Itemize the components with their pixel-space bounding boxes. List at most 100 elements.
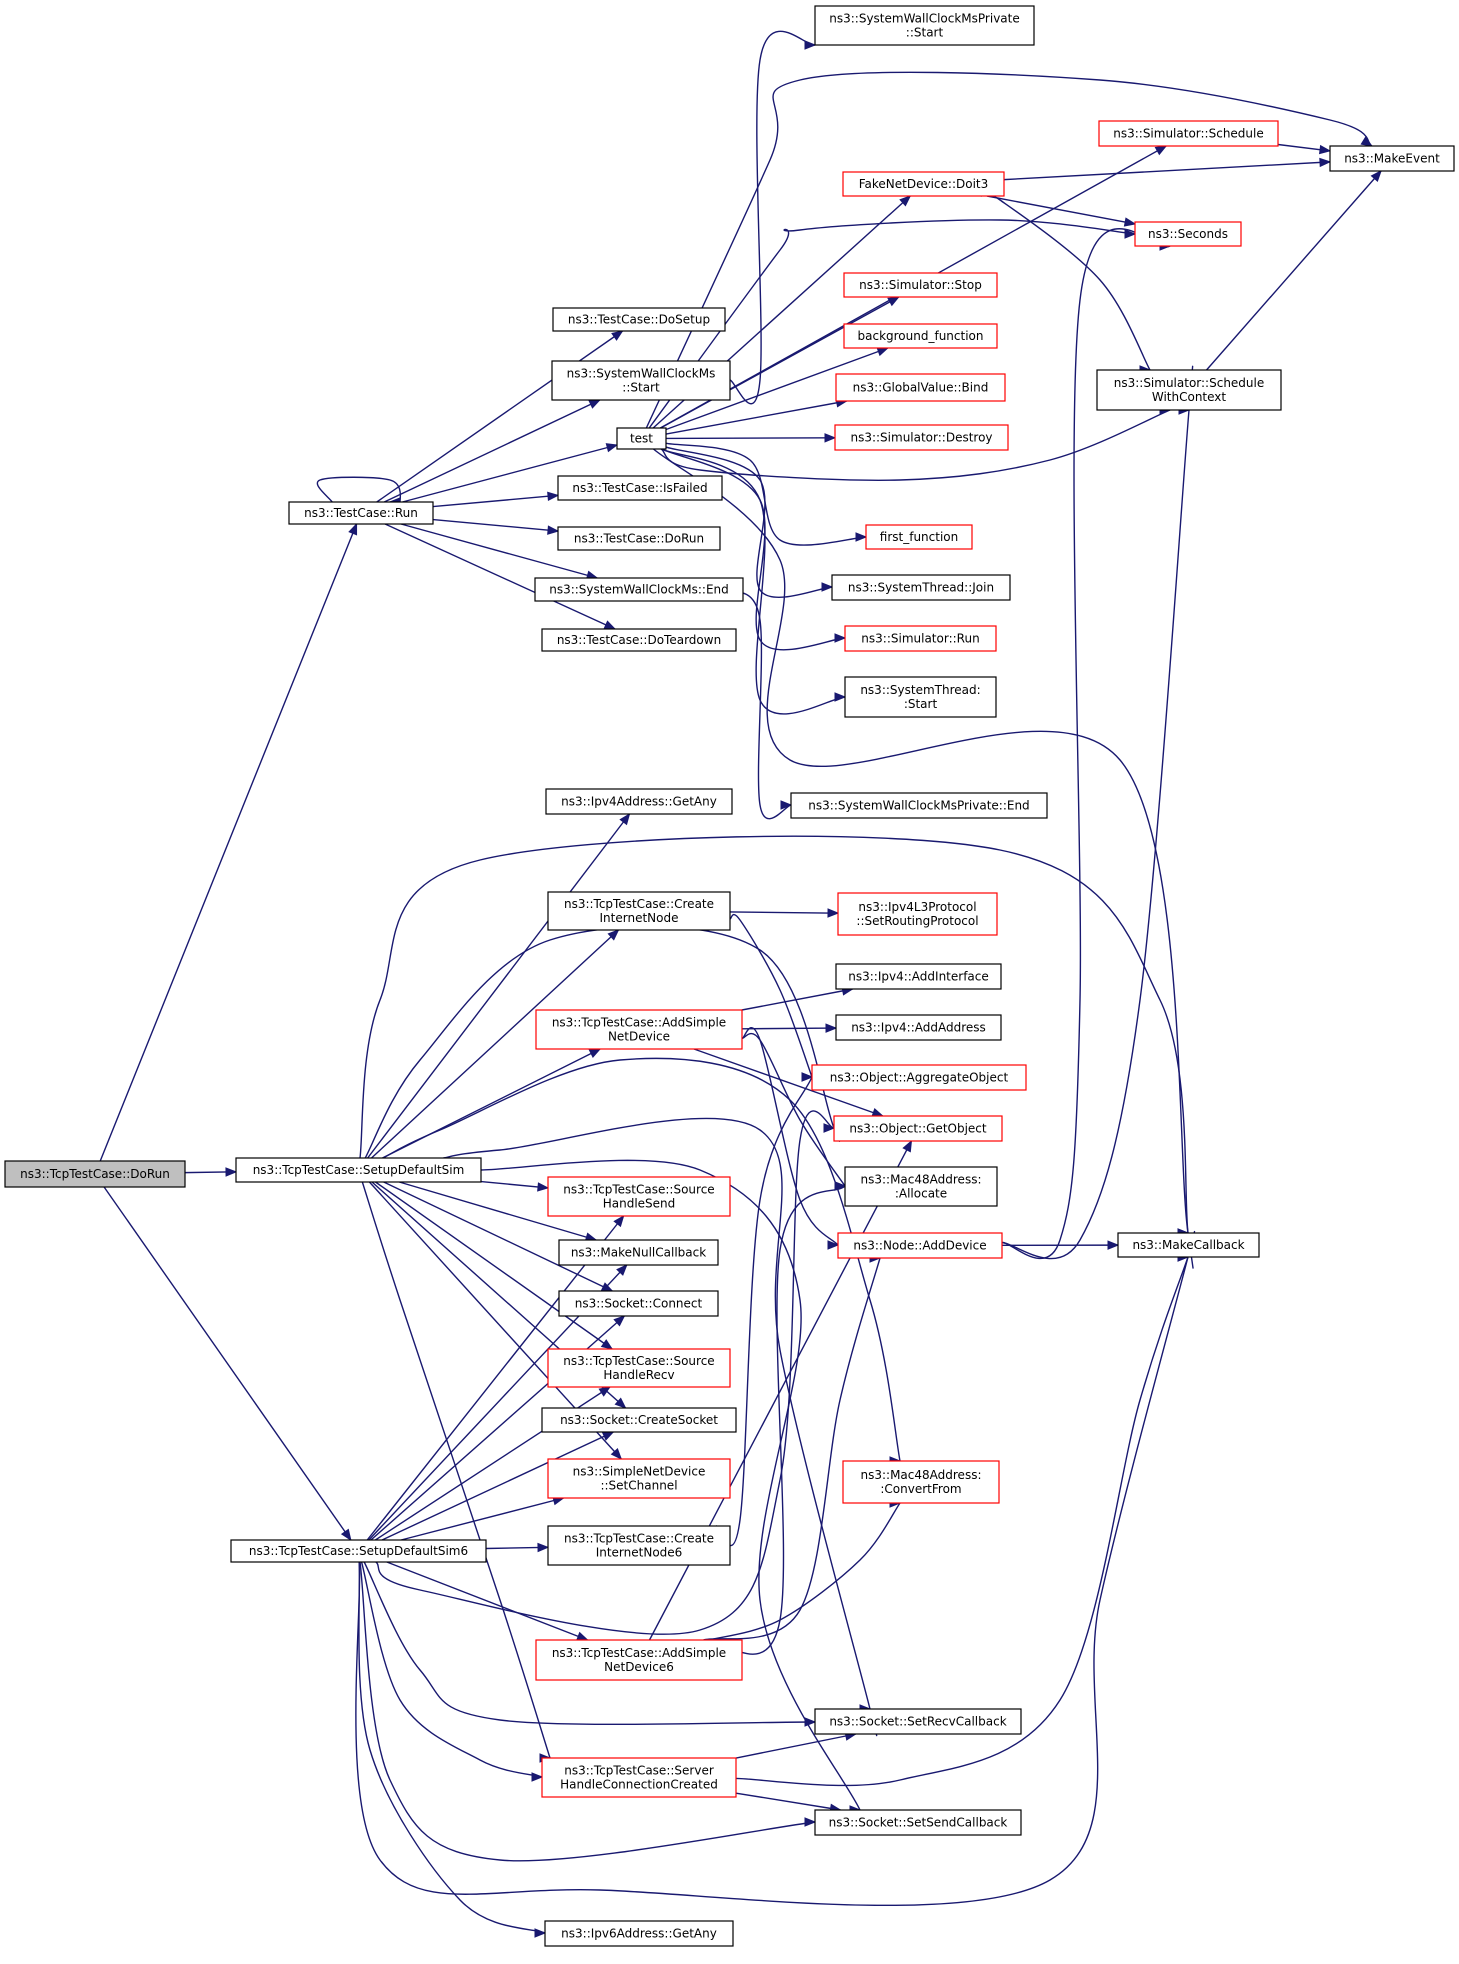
edge-sim_schedule-to-make_event bbox=[1277, 143, 1332, 155]
edge-line bbox=[653, 448, 1194, 1269]
node-box bbox=[835, 963, 1002, 990]
edge-dorun_root-to-setup_sim6 bbox=[103, 1186, 352, 1542]
node-sock_setsendcb[interactable]: ns3::Socket::SetSendCallback bbox=[814, 1809, 1022, 1836]
node-box bbox=[843, 323, 998, 349]
node-label-line: ns3::SystemWallClockMs::End bbox=[549, 583, 729, 597]
node-setup_sim[interactable]: ns3::TcpTestCase::SetupDefaultSim bbox=[235, 1157, 482, 1183]
node-sock_create[interactable]: ns3::Socket::CreateSocket bbox=[541, 1407, 737, 1433]
node-ipv6_getany[interactable]: ns3::Ipv6Address::GetAny bbox=[544, 1920, 734, 1947]
node-first_fn[interactable]: first_function bbox=[865, 524, 973, 550]
node-box bbox=[541, 1407, 737, 1433]
edge-line bbox=[359, 1561, 839, 1862]
node-box bbox=[547, 1458, 731, 1499]
node-box bbox=[1096, 369, 1282, 411]
node-box bbox=[831, 574, 1011, 601]
node-sim_stop[interactable]: ns3::Simulator::Stop bbox=[843, 272, 998, 298]
node-mac48_convert[interactable]: ns3::Mac48Address::ConvertFrom bbox=[842, 1460, 1000, 1504]
node-swc_start[interactable]: ns3::SystemWallClockMs::Start bbox=[551, 360, 731, 401]
edge-setup_sim6-to-make_callback bbox=[355, 1231, 1196, 1907]
node-box bbox=[790, 792, 1048, 819]
edge-setup_sim6-to-add_simple_nd6 bbox=[386, 1561, 589, 1641]
edge-line bbox=[375, 1110, 838, 1635]
node-box bbox=[811, 1064, 1027, 1091]
node-box bbox=[1117, 1232, 1260, 1258]
node-do_teardown[interactable]: ns3::TestCase::DoTeardown bbox=[541, 628, 737, 652]
arrowhead-icon bbox=[1154, 145, 1168, 156]
node-gv_bind[interactable]: ns3::GlobalValue::Bind bbox=[835, 373, 1006, 402]
node-box bbox=[844, 676, 997, 718]
node-label-line: ns3::TcpTestCase::SetupDefaultSim bbox=[253, 1163, 465, 1177]
edge-setup_sim6-to-snd_setchannel bbox=[400, 1496, 565, 1541]
node-sim_destroy[interactable]: ns3::Simulator::Destroy bbox=[834, 424, 1009, 451]
node-label-line: ns3::Ipv4::AddAddress bbox=[851, 1021, 986, 1035]
edge-line bbox=[480, 1159, 869, 1827]
node-fake_doit3[interactable]: FakeNetDevice::Doit3 bbox=[842, 171, 1005, 197]
edge-testcase_run-to-do_setup bbox=[376, 330, 624, 503]
edge-line bbox=[665, 347, 889, 431]
edge-line bbox=[367, 813, 631, 1159]
node-mac48_allocate[interactable]: ns3::Mac48Address::Allocate bbox=[844, 1166, 998, 1207]
arrowhead-icon bbox=[616, 1264, 628, 1276]
edge-line bbox=[660, 296, 900, 429]
node-tc_dorun[interactable]: ns3::TestCase::DoRun bbox=[557, 526, 721, 551]
node-seconds[interactable]: ns3::Seconds bbox=[1134, 221, 1242, 247]
node-snd_setchannel[interactable]: ns3::SimpleNetDevice::SetChannel bbox=[547, 1458, 731, 1499]
node-st_start[interactable]: ns3::SystemThread::Start bbox=[844, 676, 997, 718]
node-obj_aggregate[interactable]: ns3::Object::AggregateObject bbox=[811, 1064, 1027, 1091]
arrowhead-icon bbox=[534, 1928, 547, 1938]
node-swcp_start[interactable]: ns3::SystemWallClockMsPrivate::Start bbox=[814, 5, 1035, 46]
node-node_adddevice[interactable]: ns3::Node::AddDevice bbox=[837, 1232, 1003, 1259]
node-label-line: ns3::TcpTestCase::Server bbox=[564, 1764, 714, 1778]
node-test[interactable]: test bbox=[616, 427, 667, 450]
node-label-line: :Start bbox=[904, 697, 938, 711]
node-label-line: ns3::TcpTestCase::Create bbox=[564, 1532, 714, 1546]
node-ipv4_addaddr[interactable]: ns3::Ipv4::AddAddress bbox=[835, 1014, 1002, 1041]
node-testcase_run[interactable]: ns3::TestCase::Run bbox=[288, 501, 434, 525]
node-label-line: HandleSend bbox=[603, 1197, 676, 1211]
node-setup_sim6[interactable]: ns3::TcpTestCase::SetupDefaultSim6 bbox=[230, 1539, 487, 1563]
edge-testcase_run-to-swc_end bbox=[400, 523, 599, 580]
node-ipv4_getany[interactable]: ns3::Ipv4Address::GetAny bbox=[545, 788, 733, 815]
node-background_fn[interactable]: background_function bbox=[843, 323, 998, 349]
node-box bbox=[547, 891, 731, 931]
node-server_hcc[interactable]: ns3::TcpTestCase::ServerHandleConnection… bbox=[541, 1757, 737, 1798]
arrowhead-icon bbox=[804, 40, 817, 50]
arrowhead-icon bbox=[902, 1139, 913, 1153]
edge-server_hcc-to-sock_setrecvcb bbox=[735, 1731, 858, 1759]
node-swc_end[interactable]: ns3::SystemWallClockMs::End bbox=[534, 577, 744, 602]
node-make_callback[interactable]: ns3::MakeCallback bbox=[1117, 1232, 1260, 1258]
node-sock_connect[interactable]: ns3::Socket::Connect bbox=[558, 1290, 719, 1317]
node-label-line: ns3::TcpTestCase::Create bbox=[564, 897, 714, 911]
node-sock_setrecvcb[interactable]: ns3::Socket::SetRecvCallback bbox=[814, 1708, 1022, 1735]
node-ipv4l3_srp[interactable]: ns3::Ipv4L3Protocol::SetRoutingProtocol bbox=[837, 892, 998, 936]
arrowhead-icon bbox=[547, 525, 560, 535]
node-make_event[interactable]: ns3::MakeEvent bbox=[1329, 145, 1455, 172]
node-st_join[interactable]: ns3::SystemThread::Join bbox=[831, 574, 1011, 601]
node-box bbox=[541, 1757, 737, 1798]
node-sim_schedule[interactable]: ns3::Simulator::Schedule bbox=[1098, 120, 1279, 147]
node-swcp_end[interactable]: ns3::SystemWallClockMsPrivate::End bbox=[790, 792, 1048, 819]
node-sim_run[interactable]: ns3::Simulator::Run bbox=[844, 625, 997, 652]
node-label-line: ns3::Simulator::Stop bbox=[859, 278, 982, 292]
edge-line bbox=[103, 1186, 352, 1541]
node-label-line: ns3::Simulator::Schedule bbox=[1113, 127, 1264, 141]
node-box bbox=[557, 526, 721, 551]
arrowhead-icon bbox=[899, 195, 912, 207]
node-do_setup[interactable]: ns3::TestCase::DoSetup bbox=[552, 307, 726, 332]
node-make_null_cb[interactable]: ns3::MakeNullCallback bbox=[558, 1239, 719, 1266]
edge-test-to-seconds bbox=[648, 219, 1146, 429]
edge-line bbox=[693, 1048, 884, 1117]
node-obj_getobject[interactable]: ns3::Object::GetObject bbox=[833, 1115, 1003, 1142]
node-ipv4_addif[interactable]: ns3::Ipv4::AddInterface bbox=[835, 963, 1002, 990]
arrowhead-icon bbox=[613, 1214, 625, 1228]
node-is_failed[interactable]: ns3::TestCase::IsFailed bbox=[557, 475, 723, 501]
node-label-line: ns3::Ipv4::AddInterface bbox=[848, 970, 989, 984]
node-label-line: ns3::Socket::CreateSocket bbox=[560, 1413, 718, 1427]
